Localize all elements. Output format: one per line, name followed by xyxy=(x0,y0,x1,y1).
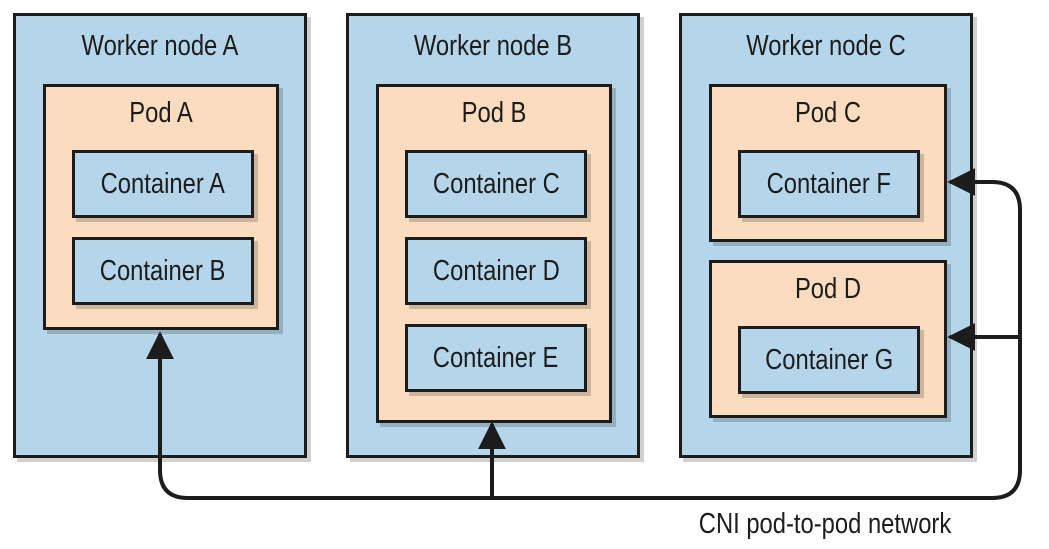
worker-node-c: Worker node C Pod C Container F Pod D Co… xyxy=(679,13,973,458)
pod-title: Pod D xyxy=(794,273,862,305)
pod-title: Pod C xyxy=(794,97,862,129)
worker-node-a: Worker node A Pod A Container A Containe… xyxy=(13,13,307,458)
container-label: Container E xyxy=(433,341,559,374)
container-label: Container A xyxy=(100,167,226,200)
container-d: Container D xyxy=(405,237,587,305)
pod-title: Pod B xyxy=(461,97,527,129)
pod-c: Pod C Container F xyxy=(709,84,947,242)
container-b: Container B xyxy=(72,237,254,305)
container-e: Container E xyxy=(405,324,587,392)
container-g: Container G xyxy=(738,326,920,394)
container-c: Container C xyxy=(405,150,587,218)
network-label: CNI pod-to-pod network xyxy=(698,508,952,540)
worker-node-title: Worker node B xyxy=(413,30,573,62)
worker-node-title: Worker node C xyxy=(746,30,906,62)
pod-title: Pod A xyxy=(129,97,193,129)
container-label: Container C xyxy=(432,167,560,200)
container-f: Container F xyxy=(738,150,920,218)
container-label: Container D xyxy=(432,254,560,287)
container-label: Container F xyxy=(766,167,892,200)
worker-node-b: Worker node B Pod B Container C Containe… xyxy=(346,13,640,458)
pod-d: Pod D Container G xyxy=(709,260,947,418)
worker-node-title: Worker node A xyxy=(81,30,239,62)
pod-a: Pod A Container A Container B xyxy=(43,84,279,330)
container-a: Container A xyxy=(72,150,254,218)
container-label: Container G xyxy=(764,343,894,376)
pod-b: Pod B Container C Container D Container … xyxy=(376,84,612,423)
container-label: Container B xyxy=(100,254,226,287)
network-bus-line xyxy=(158,168,1022,500)
